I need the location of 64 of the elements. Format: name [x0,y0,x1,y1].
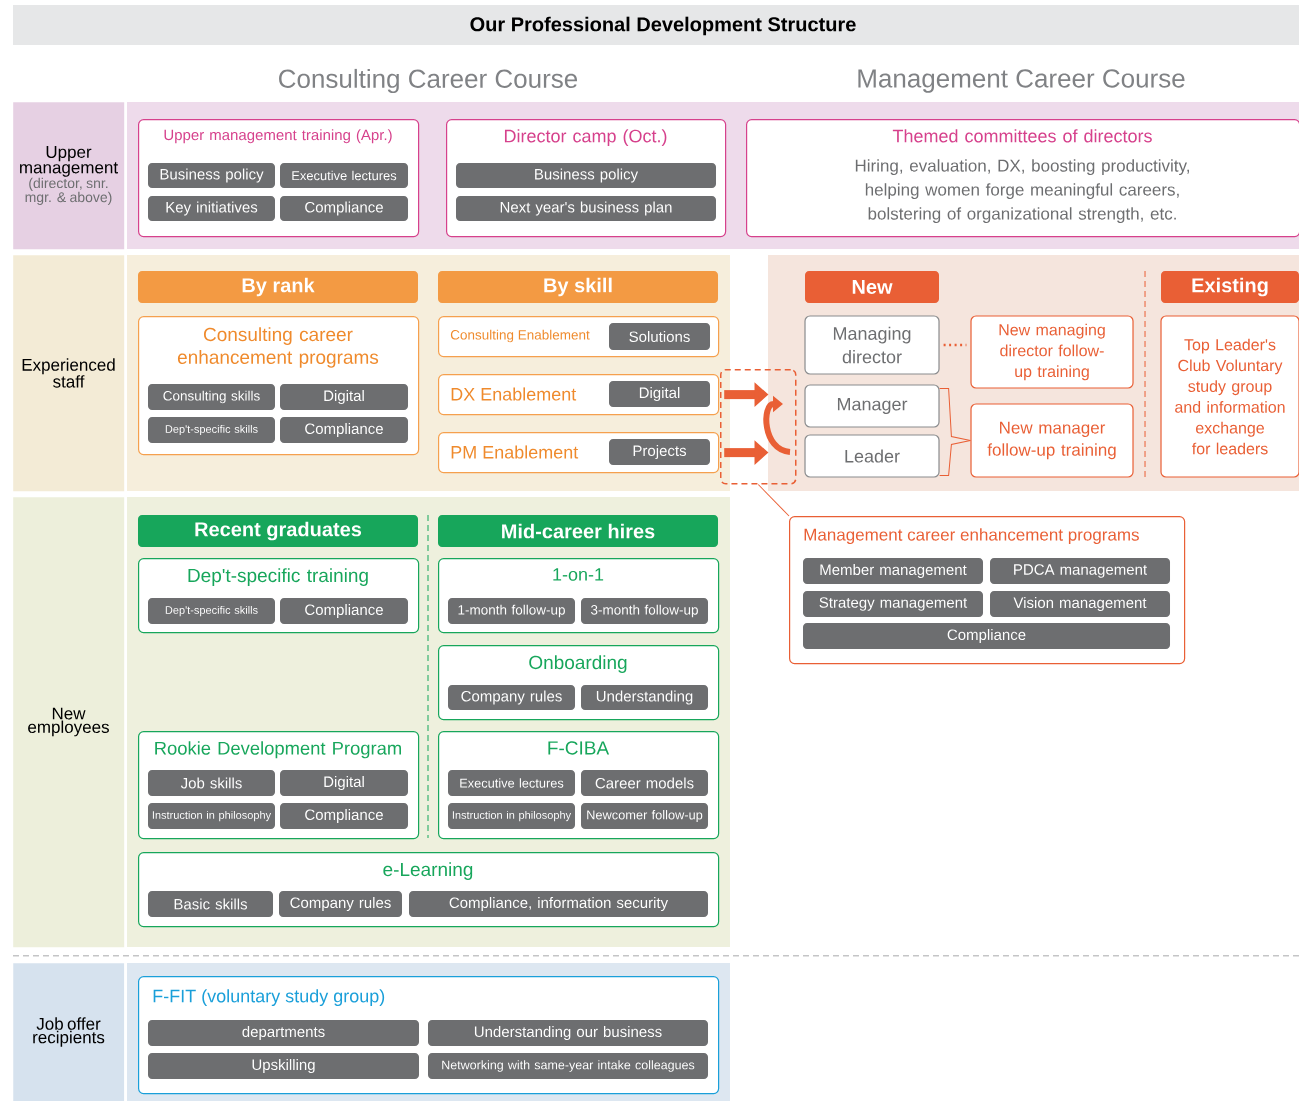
program-box: New managing director follow-up training [970,315,1134,389]
topic-pill: Business policy [456,163,716,188]
topic-pill: Career models [581,770,708,796]
topic-pill: Executive lectures [280,163,408,188]
topic-pill: Instruction in philosophy [448,803,575,829]
role-box: Leader [804,434,940,478]
topic-pill: 3-month follow-up [581,598,708,624]
title: Our Professional Development Structure [13,5,1299,45]
leader-line [757,484,790,517]
topic-pill: departments [148,1020,419,1046]
topic-pill: Compliance [280,196,408,221]
topic-pill: Consulting skills [148,384,275,410]
topic-pill: Compliance [803,623,1170,649]
topic-pill: Newcomer follow-up [581,803,708,829]
row-header: Upper management (director, snr. mgr. & above) [13,102,125,250]
topic-pill: Job skills [148,770,275,796]
category-bar: By skill [438,271,718,303]
topic-pill: Executive lectures [448,770,575,796]
topic-pill: Strategy management [803,591,983,617]
row-header: Experienced staff [13,255,125,492]
topic-pill: Understanding [581,685,708,710]
program-box: New manager follow-up training [970,403,1134,478]
topic-pill: Projects [609,439,710,465]
topic-pill: Understanding our business [428,1020,708,1046]
topic-pill: Instruction in philosophy [148,803,275,829]
category-bar: New [805,271,939,303]
row-header: Job offer recipients [13,963,125,1101]
topic-pill: Business policy [148,163,275,188]
category-bar: By rank [138,271,418,303]
program-box: Top Leader's Club Voluntary study group and information exchange for leaders [1160,315,1299,478]
topic-pill: Solutions [609,323,710,350]
topic-pill: PDCA management [990,558,1170,584]
topic-pill: 1-month follow-up [448,598,575,624]
topic-pill: Networking with same-year intake colleagues [428,1053,708,1079]
topic-pill: Compliance [280,417,408,443]
topic-pill: Upskilling [148,1053,419,1079]
role-box: Managing director [804,315,940,375]
topic-pill: Basic skills [148,891,273,917]
column-heading: Management Career Course [858,69,1185,93]
bracket [939,387,971,441]
topic-pill: Dep't-specific skills [148,417,275,443]
bracket [939,440,971,477]
program-box: Themed committees of directors Hiring, evaluation, DX, boosting productivity, helping women forge meaningful careers, bolstering of organizational strength, etc. [746,119,1299,238]
column-heading: Consulting Career Course [279,68,578,94]
topic-pill: Company rules [448,685,575,710]
topic-pill: Vision management [990,591,1170,617]
category-bar: Existing [1161,271,1299,303]
topic-pill: Compliance [280,803,408,829]
dashed-frame [720,369,797,485]
node-label: New employees [28,707,109,737]
topic-pill: Next year's business plan [456,196,716,221]
topic-pill: Member management [803,558,983,584]
category-bar: Recent graduates [138,515,418,547]
topic-pill: Digital [280,770,408,796]
topic-pill: Dep't-specific skills [148,598,275,624]
role-box: Manager [804,384,940,428]
topic-pill: Digital [609,381,710,407]
topic-pill: Company rules [279,891,402,917]
topic-pill: Key initiatives [148,196,275,221]
category-bar: Mid-career hires [438,515,718,547]
topic-pill: Compliance, information security [409,891,708,917]
topic-pill: Digital [280,384,408,410]
topic-pill: Compliance [280,598,408,624]
row-header: New employees [13,497,125,948]
